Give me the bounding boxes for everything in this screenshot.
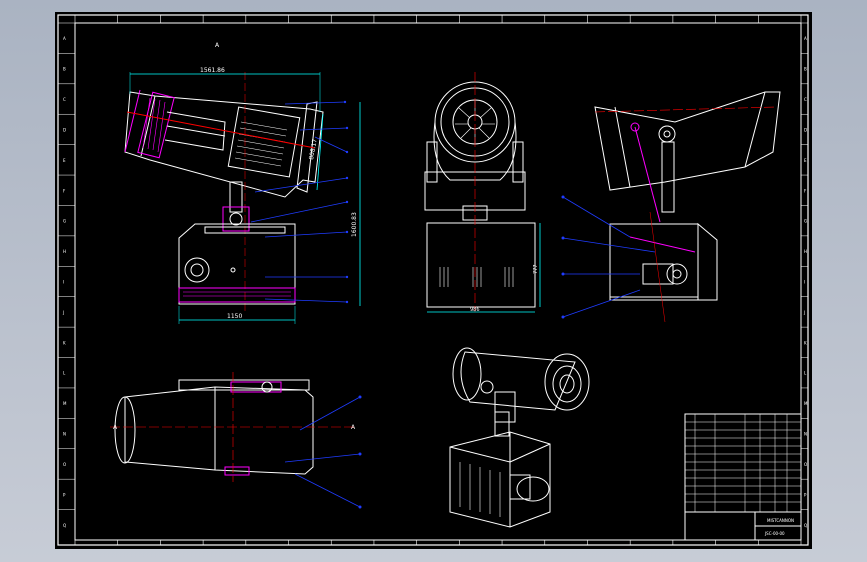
border-row-letter: A [804, 36, 807, 41]
dim-top-width: 1561.86 [200, 67, 225, 74]
border-row-letter: O [63, 462, 66, 467]
border-row-letter: F [63, 188, 66, 193]
border-row-letter: B [804, 67, 807, 72]
border-row-letter: D [804, 127, 807, 132]
border-row-letter: L [804, 371, 807, 376]
outer-frame [57, 14, 809, 546]
border-row-letter: H [804, 249, 807, 254]
dim-cabinet-height: 777 [533, 264, 539, 274]
rear-view [561, 91, 781, 323]
title-block-code: JSC-00-00 [764, 531, 785, 536]
dim-total-height: 1600.83 [351, 212, 358, 237]
title-block: MISTCANNON JSC-00-00 [684, 413, 802, 541]
cad-drawing-canvas[interactable]: A A B B C C D D E E F F G G H H I I J J K K L L M M N N O O P P Q Q [55, 12, 812, 549]
border-row-letter: C [804, 97, 807, 102]
border-row-letter: A [63, 36, 66, 41]
border-row-letter: N [63, 432, 66, 437]
border-row-letter: I [804, 280, 805, 285]
top-view: A A [110, 372, 362, 509]
section-label-left: A [113, 424, 118, 431]
border-row-letter: H [63, 249, 66, 254]
border-row-letter: E [804, 158, 807, 163]
border-row-labels: A A B B C C D D E E F F G G H H I I J J K K L L M M N N O O P P Q Q [62, 36, 808, 528]
border-row-letter: Q [63, 523, 66, 528]
border-row-letter: K [804, 340, 807, 345]
isometric-view [449, 347, 590, 528]
border-row-letter: N [804, 432, 807, 437]
border-row-letter: J [62, 310, 64, 315]
border-row-letter: C [63, 97, 66, 102]
border-row-letter: O [804, 462, 807, 467]
border-row-letter: L [63, 371, 66, 376]
inner-frame [74, 22, 802, 541]
section-label-right: A [351, 424, 356, 431]
dim-base-width: 1150 [227, 313, 242, 320]
border-row-letter: P [804, 492, 807, 497]
border-row-letter: F [804, 188, 807, 193]
border-row-letter: E [63, 158, 66, 163]
drawing-sheet[interactable]: A A B B C C D D E E F F G G H H I I J J K K L L M M N N O O P P Q Q [55, 12, 812, 549]
border-row-letter: I [63, 280, 64, 285]
border-row-letter: D [63, 127, 66, 132]
border-row-letter: G [804, 219, 807, 224]
border-row-letter: B [63, 67, 66, 72]
border-ticks [58, 15, 808, 545]
view-mark: A [215, 42, 220, 49]
border-row-letter: P [63, 492, 66, 497]
dim-cabinet-width: 986 [470, 307, 480, 313]
border-row-letter: G [63, 219, 66, 224]
title-block-title: MISTCANNON [767, 518, 794, 523]
border-row-letter: Q [804, 523, 807, 528]
border-row-letter: J [803, 310, 805, 315]
front-view: 1561.86 1600.83 808.17 1150 [124, 42, 361, 324]
side-view: 986 777 [424, 72, 541, 313]
border-row-letter: M [63, 401, 67, 406]
border-row-letter: M [804, 401, 808, 406]
dim-barrel-dia: 808.17 [308, 138, 319, 160]
border-row-letter: K [63, 340, 66, 345]
